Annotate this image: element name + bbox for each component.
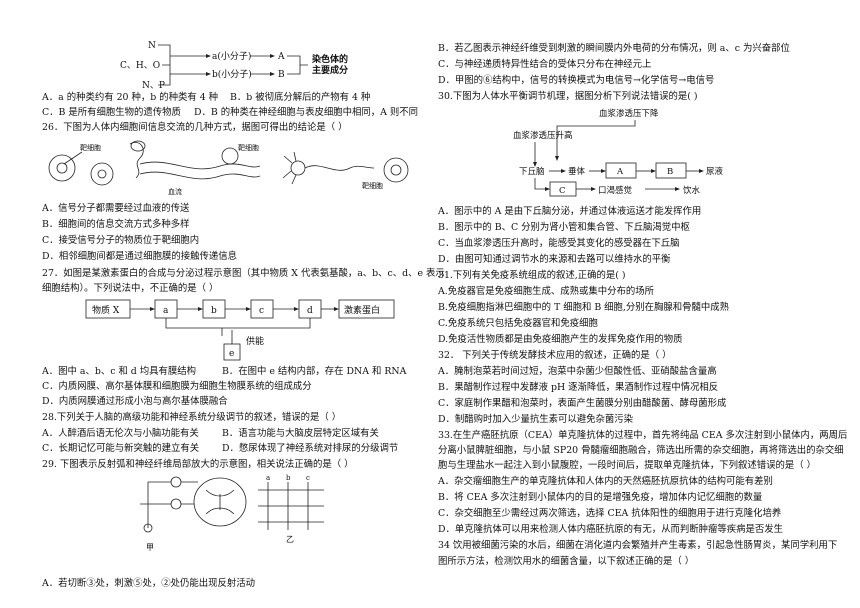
fig29-label-yi: 乙	[286, 535, 294, 544]
q32-option-c: C．家庭制作果醋和泡菜时，表面产生菌膜分别由醋酸菌、酵母菌形成	[438, 398, 727, 409]
fig30-drink: 饮水	[683, 185, 701, 196]
fig27-c: c	[259, 306, 264, 316]
fig25-n-label: N	[148, 41, 156, 51]
q34-stem-line-1: 34 饮用被细菌污染的水后，细菌在消化道内会繁殖并产生毒素，引起急性肠胃炎，某同…	[438, 540, 838, 551]
fig26-diagram: 靶细胞 血流 靶细胞 靶细胞	[48, 140, 409, 196]
q31-option-d: D.免疫活性物质都是由免疫细胞产生的发挥免疫作用的物质	[438, 334, 683, 345]
q33-option-d: D．单克隆抗体可以用来检测人体内癌胚抗原的有无，从而判断肿瘤等疾病是否发生	[438, 524, 784, 535]
fig30-box-a: A	[616, 167, 624, 177]
q32-option-a: A．腌制泡菜若时间过短，泡菜中杂菌少但酸性低、亚硝酸盐含量高	[438, 366, 717, 377]
fig25-A-label: A	[277, 52, 285, 62]
q33-stem-line-2: 分离小鼠脾脏细胞，与小鼠 SP20 骨髓瘤细胞融合，筛选出所需的杂交细胞，再将筛…	[438, 445, 844, 456]
fig25-a-label: a(小分子)	[212, 51, 251, 62]
fig25-np-label: N、P	[142, 81, 165, 91]
fig25-diagram: N C、H、O N、P a(小分子) b(小分子) A B 染色体的 主要成分	[120, 41, 348, 91]
q28-stem: 28.下列关于人脑的高级功能和神经系统分级调节的叙述，错误的是（ ）	[42, 412, 342, 423]
q27-option-c: C．内质网膜、高尔基体膜和细胞膜为细胞生物膜系统的组成成分	[42, 381, 312, 392]
fig25-B-label: B	[278, 70, 285, 80]
fig25-b-label: b(小分子)	[212, 69, 252, 80]
q30-option-d: D．由图可知通过调节水的来源和去路可以维持水的平衡	[438, 254, 671, 265]
q31-option-a: A.免疫器官是免疫细胞生成、成熟或集中分布的场所	[438, 286, 655, 297]
q30-option-c: C．当血浆渗透压升高时，能感受其变化的感受器在下丘脑	[438, 238, 680, 249]
q26-option-a: A．信号分子都需要经过血液的传送	[42, 203, 190, 214]
fig25-result-1: 染色体的	[311, 53, 348, 65]
q29-option-d: D．甲图的⑥结构中，信号的转换模式为电信号→化学信号→电信号	[438, 75, 715, 86]
fig30-pituitary: 垂体	[568, 166, 586, 177]
fig27-diagram: 物质 X a b c d 激素蛋白 供能 e	[85, 299, 395, 361]
q33-stem-line-3: 胞与生理盐水一起注入到小鼠腹腔，一段时间后，提取单克隆抗体，下列叙述错误的是（ …	[438, 460, 816, 471]
q30-stem: 30.下图为人体水平衡调节机理，据图分析下列说法错误的是( )	[438, 91, 698, 102]
q29-stem: 29. 下图表示反射弧和神经纤维局部放大的示意图，相关说法正确的是（ ）	[42, 459, 354, 470]
q27-stem-line-1: 27．如图是某激素蛋白的合成与分泌过程示意图（其中物质 X 代表氨基酸，a、b、…	[42, 268, 445, 279]
q25-option-b: B．b 被彻底分解后的产物有 4 种	[230, 92, 371, 103]
q29-option-b: B．若乙图表示神经纤维受到刺激的瞬间膜内外电荷的分布情况，则 a、c 为兴奋部位	[438, 43, 790, 54]
fig26-target-2: 靶细胞	[238, 143, 259, 152]
q33-option-a: A．杂交瘤细胞生产的单克隆抗体和人体内的天然癌胚抗原抗体的结构可能有差别	[438, 476, 773, 487]
fig30-pressure-drop: 血浆渗透压下降	[599, 108, 659, 119]
q33-option-b: B．将 CEA 多次注射到小鼠体内的目的是增强免疫，增加体内记忆细胞的数量	[438, 492, 763, 503]
q28-option-c: C．长期记忆可能与新突触的建立有关	[42, 443, 200, 454]
fig30-thirst: 口渴感觉	[598, 185, 633, 196]
fig30-box-b: B	[667, 167, 673, 177]
fig27-material-x: 物质 X	[92, 304, 120, 316]
q26-stem: 26．下图为人体内细胞间信息交流的几种方式，据图可得出的结论是（ ）	[42, 122, 348, 133]
q26-option-d: D．相邻细胞间都是通过细胞膜的接触传递信息	[42, 251, 238, 262]
fig29-diagram: 甲 a b c 乙	[140, 474, 324, 552]
q31-option-c: C.免疫系统只包括免疫器官和免疫细胞	[438, 318, 598, 329]
fig27-e: e	[229, 349, 234, 359]
q26-option-c: C．接受信号分子的物质位于靶细胞内	[42, 235, 200, 246]
fig29-label-a: a	[266, 474, 270, 482]
fig26-target-3: 靶细胞	[362, 181, 383, 190]
q31-option-b: B.免疫细胞指淋巴细胞中的 T 细胞和 B 细胞,分别在胸腺和骨髓中成熟	[438, 302, 730, 313]
fig27-d: d	[307, 306, 313, 316]
q32-stem: 32． 下列关于传统发酵技术应用的叙述，正确的是（ ）	[438, 350, 672, 361]
q26-option-b: B．细胞间的信息交流方式多种多样	[42, 219, 190, 230]
q28-option-a: A．人醉酒后语无伦次与小脑功能有关	[42, 428, 199, 439]
fig27-a: a	[163, 306, 169, 316]
q30-option-a: A．图示中的 A 是由下丘脑分泌，并通过体液运送才能发挥作用	[438, 206, 702, 217]
fig25-result-2: 主要成分	[312, 64, 348, 76]
fig29-label-jia: 甲	[146, 543, 154, 552]
fig27-b: b	[211, 306, 217, 316]
q32-option-d: D．制醋购时加入少量抗生素可以避免杂菌污染	[438, 414, 634, 425]
q27-option-d: D．内质网膜通过形成小泡与高尔基体膜融合	[42, 396, 228, 407]
fig30-hypothalamus: 下丘脑	[519, 166, 545, 177]
q32-option-b: B．果醋制作过程中发酵液 pH 逐渐降低，果酒制作过程中情况相反	[438, 382, 719, 393]
q27-stem-line-2: 细胞结构）。下列说法中，不正确的是（ ）	[42, 283, 219, 294]
q28-option-d: D．憋尿体现了神经系统对排尿的分级调节	[222, 443, 399, 454]
q30-option-b: B．图示中的 B、C 分别为肾小管和集合管、下丘脑渴觉中枢	[438, 222, 690, 233]
fig25-cho-label: C、H、O	[120, 61, 160, 71]
q25-option-d: D．B 的种类在神经细胞与表皮细胞中相同，A 则不同	[194, 107, 419, 118]
fig30-urine: 尿液	[706, 166, 724, 177]
fig30-box-c: C	[559, 186, 566, 196]
fig30-pressure-rise: 血浆渗透压升高	[513, 130, 573, 141]
q31-stem: 31.下列有关免疫系统组成的叙述,正确的是( )	[438, 270, 626, 281]
q29-option-a: A．若切断③处，刺激⑤处，②处仍能出现反射活动	[42, 578, 256, 589]
q27-option-b: B．在图中 e 结构内部，存在 DNA 和 RNA	[222, 366, 407, 377]
q34-stem-line-2: 图所示方法，检测饮用水的细菌含量，以下叙述正确的是（ ）	[438, 556, 695, 567]
fig30-diagram: 血浆渗透压下降 血浆渗透压升高 下丘脑 垂体 A B 尿液 C 口渴感觉 饮水	[513, 108, 724, 197]
q27-option-a: A．图中 a、b、c 和 d 均具有膜结构	[42, 366, 197, 377]
fig26-blood-label: 血流	[168, 187, 182, 196]
fig26-target-1: 靶细胞	[80, 143, 101, 152]
fig29-label-c: c	[306, 474, 310, 482]
q33-stem-line-1: 33.在生产癌胚抗原（CEA）单克隆抗体的过程中，首先将纯品 CEA 多次注射到…	[438, 430, 848, 441]
fig29-label-b: b	[286, 474, 291, 482]
fig27-energy: 供能	[246, 335, 264, 347]
q33-option-c: C．杂交细胞至少需经过两次筛选，选择 CEA 抗体阳性的细胞用于进行克隆化培养	[438, 508, 782, 519]
fig27-hormone: 激素蛋白	[344, 304, 380, 316]
q28-option-b: B．语言功能与大脑皮层特定区域有关	[222, 428, 379, 439]
q25-option-c: C．B 是所有细胞生物的遗传物质	[42, 107, 181, 118]
q25-option-a: A．a 的种类约有 20 种，b 的种类有 4 种	[42, 92, 219, 103]
q29-option-c: C．与神经递质特异性结合的受体只分布在神经元上	[438, 59, 652, 70]
